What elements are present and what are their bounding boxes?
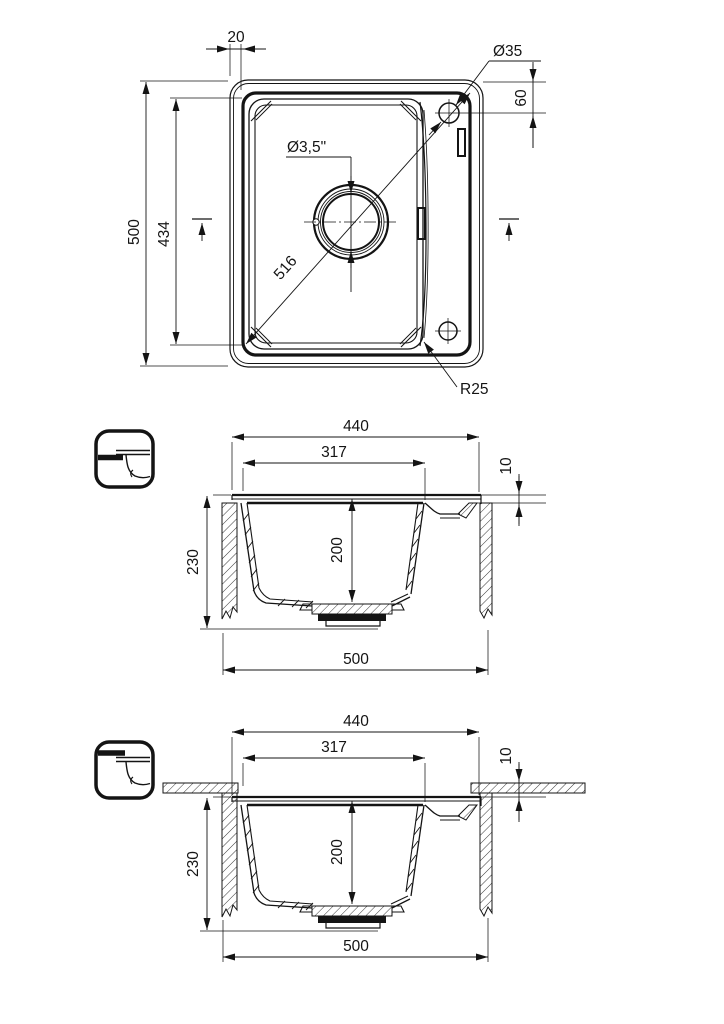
centerline-mark-right (499, 218, 519, 241)
dim-drain-diameter: Ø3,5" (287, 139, 326, 156)
top-view: 20 500 434 60 Ø35 (126, 29, 546, 398)
section-view-flush: 440 317 10 230 200 500 (94, 713, 586, 962)
dim-rim-height: 10 (498, 457, 515, 475)
countertop-cut-right (479, 502, 493, 620)
dim-total-depth: 230 (185, 549, 202, 575)
dim-hole-diameter: Ø35 (493, 43, 522, 60)
sink-section-profile-flush (231, 795, 482, 929)
dim-outer-length: 500 (126, 219, 143, 245)
flushmount-install-icon (94, 740, 155, 800)
sink-section-profile (231, 493, 482, 627)
dim-inner-length: 434 (156, 221, 173, 247)
countertop-cut-left (221, 502, 238, 620)
dim-rim-width: 20 (227, 29, 245, 46)
top-view-dimensions: 20 500 434 60 Ø35 (126, 29, 546, 398)
dim-bowl-width-flush: 317 (321, 739, 347, 756)
dim-base-width-flush: 500 (343, 938, 369, 955)
dim-total-depth-flush: 230 (185, 851, 202, 877)
dim-bowl-depth-flush: 200 (329, 839, 346, 865)
section-view-inset: 440 317 10 230 200 500 (94, 418, 546, 675)
topmount-install-icon (94, 429, 155, 489)
dim-overall-width: 440 (343, 418, 369, 435)
countertop-flush-right (470, 782, 586, 918)
dim-hole-offset: 60 (513, 89, 530, 107)
drain-flange-section (299, 603, 405, 627)
dim-bowl-width: 317 (321, 444, 347, 461)
section-flush-dimensions: 440 317 10 230 200 500 (185, 713, 546, 962)
dim-overall-width-flush: 440 (343, 713, 369, 730)
centerline-mark-left (192, 218, 212, 241)
countertop-flush-left (162, 782, 239, 918)
dim-base-width: 500 (343, 651, 369, 668)
dim-corner-radius: R25 (460, 381, 488, 398)
dim-bowl-depth: 200 (329, 537, 346, 563)
dim-rim-height-flush: 10 (498, 747, 515, 765)
section-inset-dimensions: 440 317 10 230 200 500 (185, 418, 546, 675)
